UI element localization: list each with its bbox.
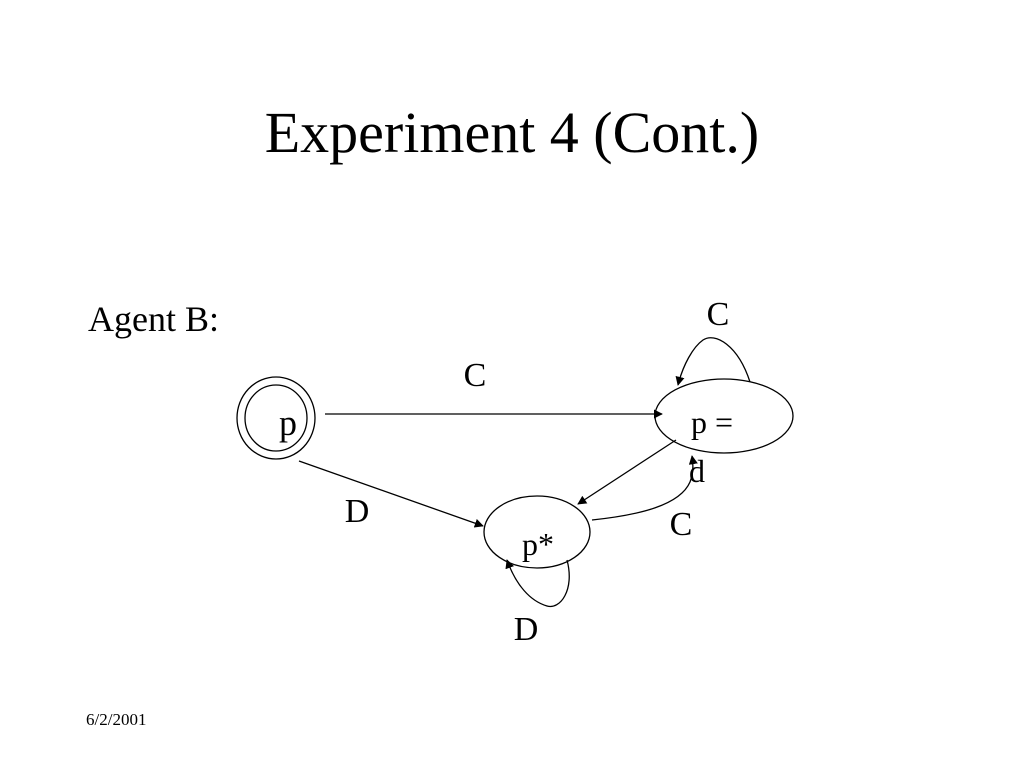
- edge-p-to-pstar-label: D: [345, 493, 370, 530]
- state-p-star-label: p*: [522, 526, 554, 562]
- edge-pd-to-pstar-hidden-label: D: [516, 494, 541, 531]
- edge-pd-to-pstar-line: [577, 439, 677, 505]
- state-p-equals-d-label-line2: d: [689, 453, 705, 489]
- state-p-star: p*: [483, 495, 591, 569]
- state-p-outer-ring: [236, 376, 316, 460]
- state-p-inner-ring: [244, 384, 308, 452]
- edge-p-to-pd-label: C: [464, 357, 487, 394]
- agent-label: Agent B:: [88, 299, 219, 339]
- slide-title: Experiment 4 (Cont.): [264, 100, 760, 165]
- state-p-label: p: [279, 403, 297, 443]
- state-p-equals-d-label-line1: p =: [691, 404, 733, 440]
- state-p-equals-d: p = d: [654, 378, 794, 489]
- slide-date: 6/2/2001: [86, 710, 147, 729]
- edge-pd-to-pstar-hidden-label-group: D: [516, 494, 541, 531]
- edge-pstar-to-pd-curve: [591, 455, 698, 521]
- edge-pstar-self-loop: [505, 559, 570, 608]
- edge-p-to-pstar-line: [298, 460, 484, 528]
- state-p: p: [236, 376, 316, 460]
- edge-pstar-self-label: D: [514, 611, 539, 648]
- state-p-star-ellipse: [483, 495, 591, 569]
- edge-pstar-to-pd-label: C: [670, 506, 693, 543]
- edge-pd-self-loop: [675, 337, 751, 386]
- edge-pd-self-label: C: [707, 296, 730, 333]
